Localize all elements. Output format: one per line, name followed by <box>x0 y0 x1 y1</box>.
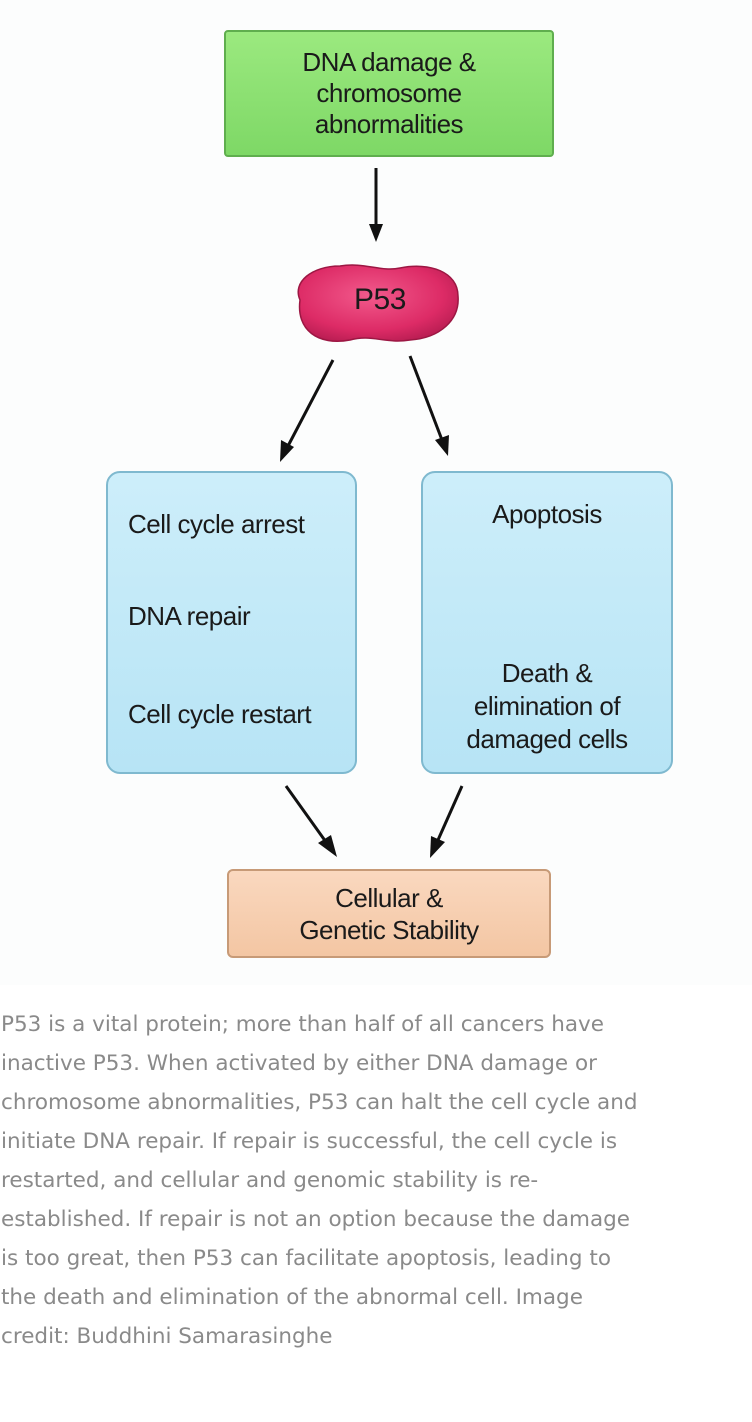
arrow-trigger-to-p53 <box>369 168 383 242</box>
p53-label: P53 <box>354 283 406 316</box>
death-line-3: damaged cells <box>466 724 628 754</box>
trigger-line-2: chromosome <box>316 78 462 108</box>
death-line-1: Death & <box>501 658 593 688</box>
cell-cycle-path-box: Cell cycle arrest DNA repair Cell cycle … <box>106 471 357 774</box>
arrow-p53-to-cell-cycle-arrest <box>280 359 335 462</box>
step-apoptosis: Apoptosis <box>492 499 602 529</box>
trigger-line-1: DNA damage & <box>302 47 476 77</box>
caption-line: is too great, then P53 can facilitate ap… <box>1 1246 611 1271</box>
caption-line: restarted, and cellular and genomic stab… <box>1 1168 539 1193</box>
trigger-line-3: abnormalities <box>314 109 464 139</box>
step-death-elimination: Death & elimination of damaged cells <box>423 657 671 756</box>
caption-line: chromosome abnormalities, P53 can halt t… <box>1 1090 638 1115</box>
trigger-box: DNA damage & chromosome abnormalities <box>224 30 554 157</box>
outcome-box: Cellular & Genetic Stability <box>227 869 551 958</box>
apoptosis-path-box: Apoptosis Death & elimination of damaged… <box>421 471 673 774</box>
arrow-p53-to-apoptosis <box>408 355 449 456</box>
outcome-line-2: Genetic Stability <box>299 914 479 945</box>
step-cell-cycle-restart: Cell cycle restart <box>128 699 312 729</box>
caption-line: established. If repair is not an option … <box>1 1207 631 1232</box>
p53-pathway-diagram: DNA damage & chromosome abnormalities P5… <box>106 30 673 958</box>
caption-line: P53 is a vital protein; more than half o… <box>1 1012 604 1037</box>
outcome-line-1: Cellular & <box>335 882 443 913</box>
arrow-left-to-outcome <box>284 785 337 857</box>
death-line-2: elimination of <box>473 691 621 721</box>
caption-line: initiate DNA repair. If repair is succes… <box>1 1129 618 1154</box>
caption-line: credit: Buddhini Samarasinghe <box>1 1324 333 1349</box>
caption-line: inactive P53. When activated by either D… <box>1 1051 597 1076</box>
p53-blob-shape <box>297 264 459 342</box>
figure-caption: P53 is a vital protein; more than half o… <box>1 1005 751 1356</box>
caption-line: the death and elimination of the abnorma… <box>1 1285 583 1310</box>
step-cell-cycle-arrest: Cell cycle arrest <box>128 509 305 539</box>
step-dna-repair: DNA repair <box>128 601 251 631</box>
arrow-right-to-outcome <box>430 785 464 858</box>
